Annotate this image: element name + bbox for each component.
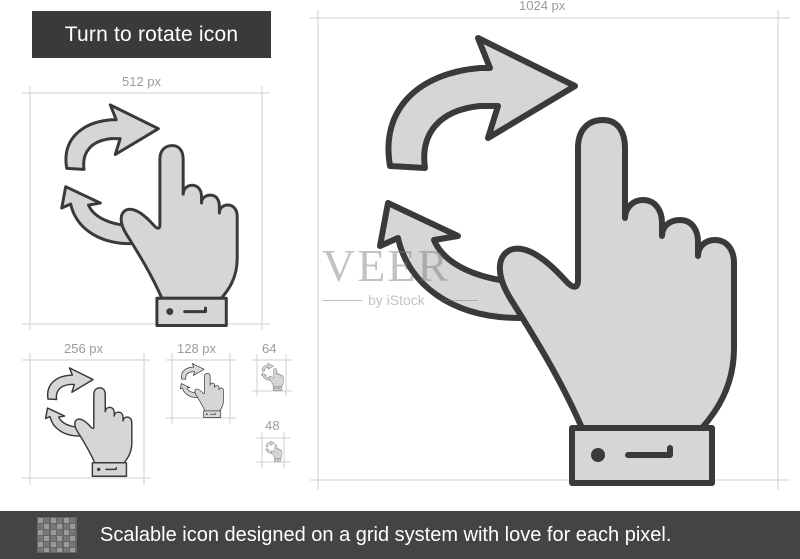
hand-rotate-icon-256 xyxy=(44,367,133,477)
size-label-64: 64 xyxy=(262,341,277,356)
hand-rotate-icon-64 xyxy=(261,363,284,391)
footer-bar: Scalable icon designed on a grid system … xyxy=(0,511,800,559)
hand-rotate-icon-large xyxy=(320,18,780,478)
hand-rotate-icon-128 xyxy=(179,363,224,418)
size-label-48: 48 xyxy=(265,418,280,433)
size-label-256: 256 px xyxy=(64,341,104,356)
size-label-128: 128 px xyxy=(177,341,217,356)
hand-rotate-icon-48 xyxy=(265,440,283,462)
size-label-512: 512 px xyxy=(122,74,162,89)
footer-text: Scalable icon designed on a grid system … xyxy=(100,524,672,546)
hand-rotate-icon-512 xyxy=(60,103,239,327)
size-label-1024: 1024 px xyxy=(519,0,566,13)
grid-icon xyxy=(37,517,77,553)
page-title: Turn to rotate icon xyxy=(32,11,271,58)
